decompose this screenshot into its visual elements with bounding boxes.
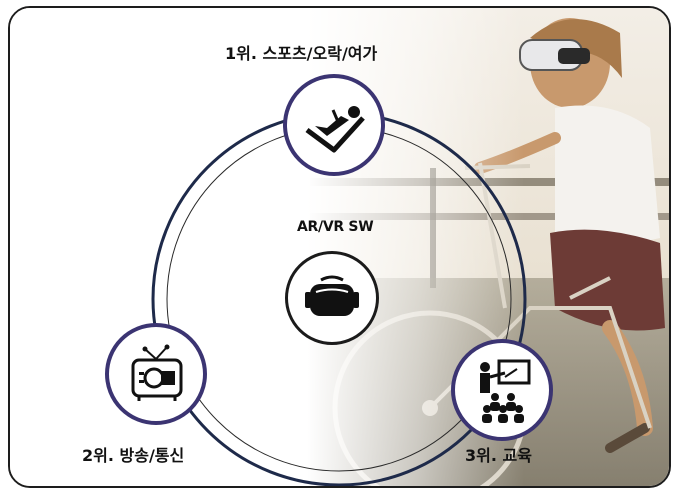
classroom-teacher-icon bbox=[480, 359, 531, 423]
slide-frame: AR/VR SW 1위. 스포츠/오락/여가 2위. 방송/통신 bbox=[8, 6, 671, 488]
rank-1-label: 1위. 스포츠/오락/여가 bbox=[225, 44, 378, 63]
retro-tv-icon bbox=[131, 344, 183, 401]
reclining-person-icon bbox=[305, 106, 365, 153]
center-icon-circle bbox=[285, 251, 379, 345]
rank-2-icon-circle bbox=[105, 323, 207, 425]
center-title: AR/VR SW bbox=[297, 219, 374, 235]
rank-3-icon-circle bbox=[451, 339, 553, 441]
rank-3-label: 3위. 교육 bbox=[465, 446, 532, 465]
rank-2-label: 2위. 방송/통신 bbox=[82, 446, 185, 465]
rank-1-icon-circle bbox=[283, 74, 385, 176]
vr-headset-icon bbox=[305, 275, 359, 316]
